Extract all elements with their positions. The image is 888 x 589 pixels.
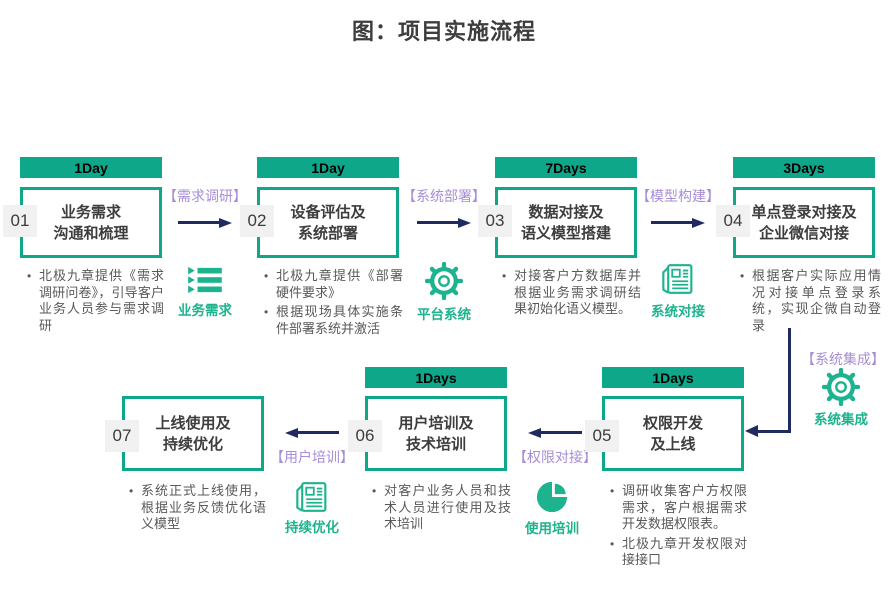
step-box-05: 权限开发 及上线 xyxy=(602,396,744,471)
step-number-01: 01 xyxy=(3,205,37,237)
step-number-03: 03 xyxy=(478,205,512,237)
step-title-line: 持续优化 xyxy=(162,435,223,453)
step-bullets-04: 根据客户实际应用情况对接单点登录系统，实现企微自动登录 xyxy=(739,268,881,337)
phase-label-requirement-survey: 【需求调研】 xyxy=(163,188,247,204)
step-title-line: 技术培训 xyxy=(405,435,466,453)
elbow-connector-vertical xyxy=(788,328,791,433)
step-box-01: 业务需求 沟通和梳理 xyxy=(20,187,162,258)
step-number-02: 02 xyxy=(240,205,274,237)
bullet-item: 系统正式上线使用，根据业务反馈优化语义模型 xyxy=(128,483,266,533)
step-title-line: 设备评估及 xyxy=(290,203,366,221)
step-title-line: 沟通和梳理 xyxy=(53,224,129,242)
step-box-07: 上线使用及 持续优化 xyxy=(122,396,264,471)
duration-badge-step-06: 1Days xyxy=(365,367,507,388)
duration-badge-step-03: 7Days xyxy=(495,157,637,178)
elbow-connector-horizontal xyxy=(757,430,791,433)
flow-arrow-right-icon xyxy=(417,216,471,229)
step-title-line: 上线使用及 xyxy=(155,414,231,432)
step-title-line: 数据对接及 xyxy=(528,203,604,221)
icon-label-continuous-optimization: 持续优化 xyxy=(285,520,339,535)
gear-icon xyxy=(425,262,463,300)
list-icon xyxy=(188,266,222,294)
step-bullets-02: 北极九章提供《部署硬件要求》 根据现场具体实施条件部署系统并激活 xyxy=(263,268,403,340)
step-title-line: 用户培训及 xyxy=(398,414,474,432)
step-title-line: 系统部署 xyxy=(297,224,358,242)
step-number-06: 06 xyxy=(348,420,382,452)
bullet-item: 北极九章提供《需求调研问卷》，引导客户业务人员参与需求调研 xyxy=(26,268,164,334)
step-number-04: 04 xyxy=(716,205,750,237)
bullet-item: 对客户业务人员和技术人员进行使用及技术培训 xyxy=(371,483,511,533)
phase-label-model-build: 【模型构建】 xyxy=(636,188,720,204)
step-bullets-07: 系统正式上线使用，根据业务反馈优化语义模型 xyxy=(128,483,266,536)
duration-badge-step-05: 1Days xyxy=(602,367,744,388)
step-title-line: 业务需求 xyxy=(60,203,121,221)
flow-arrow-left-icon xyxy=(285,426,339,439)
step-box-04: 单点登录对接及 企业微信对接 xyxy=(733,187,875,258)
flow-arrow-left-icon xyxy=(528,426,582,439)
bullet-item: 调研收集客户方权限需求，客户根据需求开发数据权限表。 xyxy=(609,483,747,533)
phase-label-system-integration: 【系统集成】 xyxy=(801,351,885,367)
step-box-02: 设备评估及 系统部署 xyxy=(257,187,399,258)
icon-label-business-needs: 业务需求 xyxy=(178,303,232,318)
icon-label-usage-training: 使用培训 xyxy=(525,521,579,536)
icon-label-platform-system: 平台系统 xyxy=(417,307,471,322)
phase-label-user-training: 【用户培训】 xyxy=(270,449,354,465)
step-number-05: 05 xyxy=(585,420,619,452)
bullet-item: 北极九章提供《部署硬件要求》 xyxy=(263,268,403,301)
pie-chart-icon xyxy=(536,481,568,513)
step-bullets-06: 对客户业务人员和技术人员进行使用及技术培训 xyxy=(371,483,511,536)
step-title-line: 企业微信对接 xyxy=(758,224,849,242)
step-title-line: 单点登录对接及 xyxy=(751,203,857,221)
newspaper-icon xyxy=(662,264,693,294)
step-bullets-05: 调研收集客户方权限需求，客户根据需求开发数据权限表。 北极九章开发权限对接接口 xyxy=(609,483,747,572)
bullet-item: 对接客户方数据库并根据业务需求调研结果初始化语义模型。 xyxy=(501,268,641,318)
step-bullets-01: 北极九章提供《需求调研问卷》，引导客户业务人员参与需求调研 xyxy=(26,268,164,337)
page-title: 图：项目实施流程 xyxy=(351,19,536,44)
flow-arrow-right-icon xyxy=(178,216,232,229)
bullet-item: 根据客户实际应用情况对接单点登录系统，实现企微自动登录 xyxy=(739,268,881,334)
duration-badge-step-01: 1Day xyxy=(20,157,162,178)
flow-arrow-right-icon xyxy=(651,216,705,229)
icon-label-system-integration: 系统集成 xyxy=(814,412,868,427)
bullet-item: 北极九章开发权限对接接口 xyxy=(609,536,747,569)
step-bullets-03: 对接客户方数据库并根据业务需求调研结果初始化语义模型。 xyxy=(501,268,641,321)
gear-icon xyxy=(822,368,860,406)
step-box-03: 数据对接及 语义模型搭建 xyxy=(495,187,637,258)
bullet-item: 根据现场具体实施条件部署系统并激活 xyxy=(263,304,403,337)
newspaper-icon xyxy=(296,482,327,512)
phase-label-permission-connect: 【权限对接】 xyxy=(513,449,597,465)
step-title-line: 语义模型搭建 xyxy=(520,224,611,242)
step-title-line: 及上线 xyxy=(650,435,696,453)
duration-badge-step-02: 1Day xyxy=(257,157,399,178)
phase-label-system-deploy: 【系统部署】 xyxy=(402,188,486,204)
duration-badge-step-04: 3Days xyxy=(733,157,875,178)
step-box-06: 用户培训及 技术培训 xyxy=(365,396,507,471)
step-number-07: 07 xyxy=(105,420,139,452)
step-title-line: 权限开发 xyxy=(642,414,703,432)
icon-label-system-connect: 系统对接 xyxy=(651,304,705,319)
flow-arrow-left-icon xyxy=(745,425,758,437)
